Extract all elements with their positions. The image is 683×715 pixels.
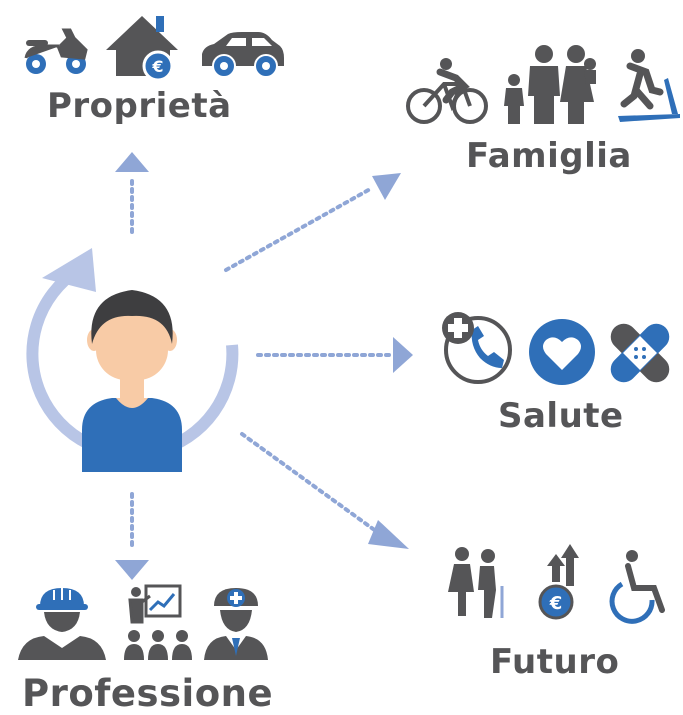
label-professione: Professione [22, 672, 274, 715]
cyclist-icon [406, 58, 488, 124]
proprieta-icons: € [24, 16, 284, 82]
worker-icon [18, 588, 106, 660]
arrowhead-famiglia [372, 173, 401, 200]
connector-futuro [240, 432, 382, 536]
presenter-icon [124, 584, 192, 660]
euro-growth-icon: € [538, 544, 579, 620]
center-person [26, 248, 239, 472]
label-proprieta: Proprietà [47, 86, 232, 126]
futuro-icons: € [448, 544, 665, 624]
arrowhead-up [115, 152, 149, 172]
svg-text:€: € [549, 593, 563, 614]
cycle-arrowhead [42, 248, 96, 292]
connector-famiglia [224, 186, 374, 272]
arrowhead-down [115, 560, 149, 580]
medical-phone-icon [442, 312, 512, 384]
connectors [115, 152, 413, 580]
heart-icon [529, 319, 595, 385]
famiglia-icons [406, 45, 680, 124]
bandage-icon [610, 323, 670, 383]
doctor-icon [204, 588, 268, 660]
family-icon [504, 45, 596, 124]
arrowhead-futuro [368, 520, 409, 549]
arrowhead-salute [393, 337, 413, 373]
salute-icons [442, 312, 670, 385]
car-icon [202, 32, 284, 78]
house-euro-icon: € [106, 16, 178, 82]
professione-icons [18, 584, 268, 660]
person-avatar [82, 290, 182, 472]
label-famiglia: Famiglia [466, 136, 632, 176]
wheelchair-icon [609, 550, 665, 624]
label-salute: Salute [498, 396, 624, 436]
scooter-icon [24, 28, 88, 74]
treadmill-icon [618, 49, 680, 122]
elderly-couple-icon [448, 547, 504, 618]
label-futuro: Futuro [490, 642, 620, 682]
svg-text:€: € [151, 57, 163, 76]
